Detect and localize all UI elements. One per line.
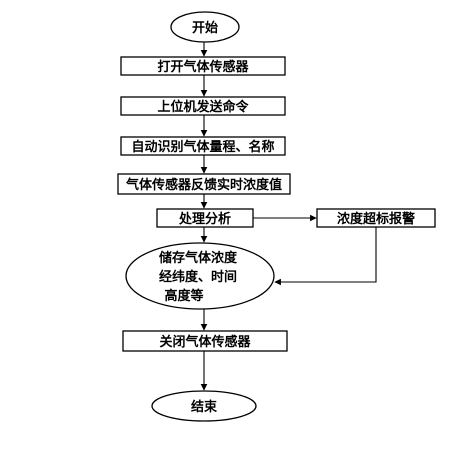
host-command-node: 上位机发送命令 xyxy=(120,96,286,116)
sensor-feedback-label: 气体传感器反馈实时浓度值 xyxy=(126,177,282,193)
store-data-node: 储存气体浓度 经纬度、时间 高度等 xyxy=(125,242,275,310)
close-sensor-label: 关闭气体传感器 xyxy=(159,334,251,350)
open-sensor-node: 打开气体传感器 xyxy=(120,56,286,76)
start-label: 开始 xyxy=(192,20,218,36)
end-label: 结束 xyxy=(191,399,218,415)
auto-identify-node: 自动识别气体量程、名称 xyxy=(120,136,286,156)
edge-alarm-to-store xyxy=(274,227,377,286)
alarm-node: 浓度超标报警 xyxy=(316,208,436,228)
store-line3-label: 高度等 xyxy=(164,288,203,304)
alarm-label: 浓度超标报警 xyxy=(337,211,415,227)
open-sensor-label: 打开气体传感器 xyxy=(157,59,249,75)
store-line1-label: 储存气体浓度 xyxy=(158,250,238,266)
store-line2-label: 经纬度、时间 xyxy=(159,269,237,285)
host-command-label: 上位机发送命令 xyxy=(157,99,249,115)
process-label: 处理分析 xyxy=(178,211,231,227)
end-node: 结束 xyxy=(151,390,257,422)
auto-identify-label: 自动识别气体量程、名称 xyxy=(131,139,274,155)
process-node: 处理分析 xyxy=(156,208,254,228)
close-sensor-node: 关闭气体传感器 xyxy=(122,330,288,352)
sensor-feedback-node: 气体传感器反馈实时浓度值 xyxy=(117,173,291,195)
start-node: 开始 xyxy=(170,11,240,43)
